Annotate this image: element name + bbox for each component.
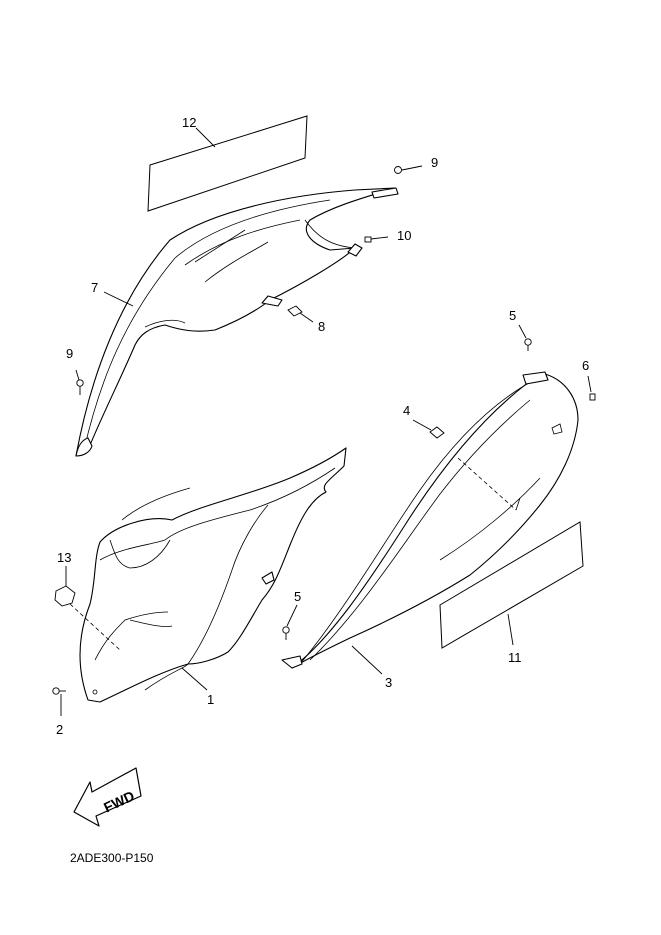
diagram-code: 2ADE300-P150 [70,851,154,865]
callout-5-lower: 5 [294,589,301,604]
screw-2 [52,687,66,716]
screw-5-lower [282,604,298,640]
leader-3 [351,645,383,675]
callout-7: 7 [91,280,98,295]
leader-12 [195,127,216,148]
callout-11: 11 [508,650,522,665]
callout-13: 13 [57,550,71,565]
leader-11 [507,613,514,646]
callout-9-lower: 9 [66,346,73,361]
callout-5-upper: 5 [509,308,516,323]
part-7-upper-side-cover [75,187,399,457]
fwd-direction-arrow: FWD [73,767,142,827]
screw-6 [587,375,596,401]
screw-9-lower [75,369,84,395]
callout-2: 2 [56,722,63,737]
screw-9-upper [394,165,423,174]
screw-10 [364,236,389,243]
part-1-front-side-cover [79,447,347,703]
leader-7 [103,291,134,307]
nut-8 [287,305,314,323]
part-11-decal [439,521,584,649]
grommet-13 [54,566,121,651]
callout-4: 4 [403,403,410,418]
nut-4 [412,419,445,439]
callout-10: 10 [397,228,411,243]
callout-9-upper: 9 [431,155,438,170]
part-3-rear-side-cover [281,371,579,669]
callout-12: 12 [182,115,196,130]
callout-8: 8 [318,319,325,334]
callout-3: 3 [385,675,392,690]
screw-5-upper [518,324,532,351]
callout-1: 1 [207,692,214,707]
callout-6: 6 [582,358,589,373]
part-12-decal [147,115,308,212]
leader-1 [181,667,208,691]
